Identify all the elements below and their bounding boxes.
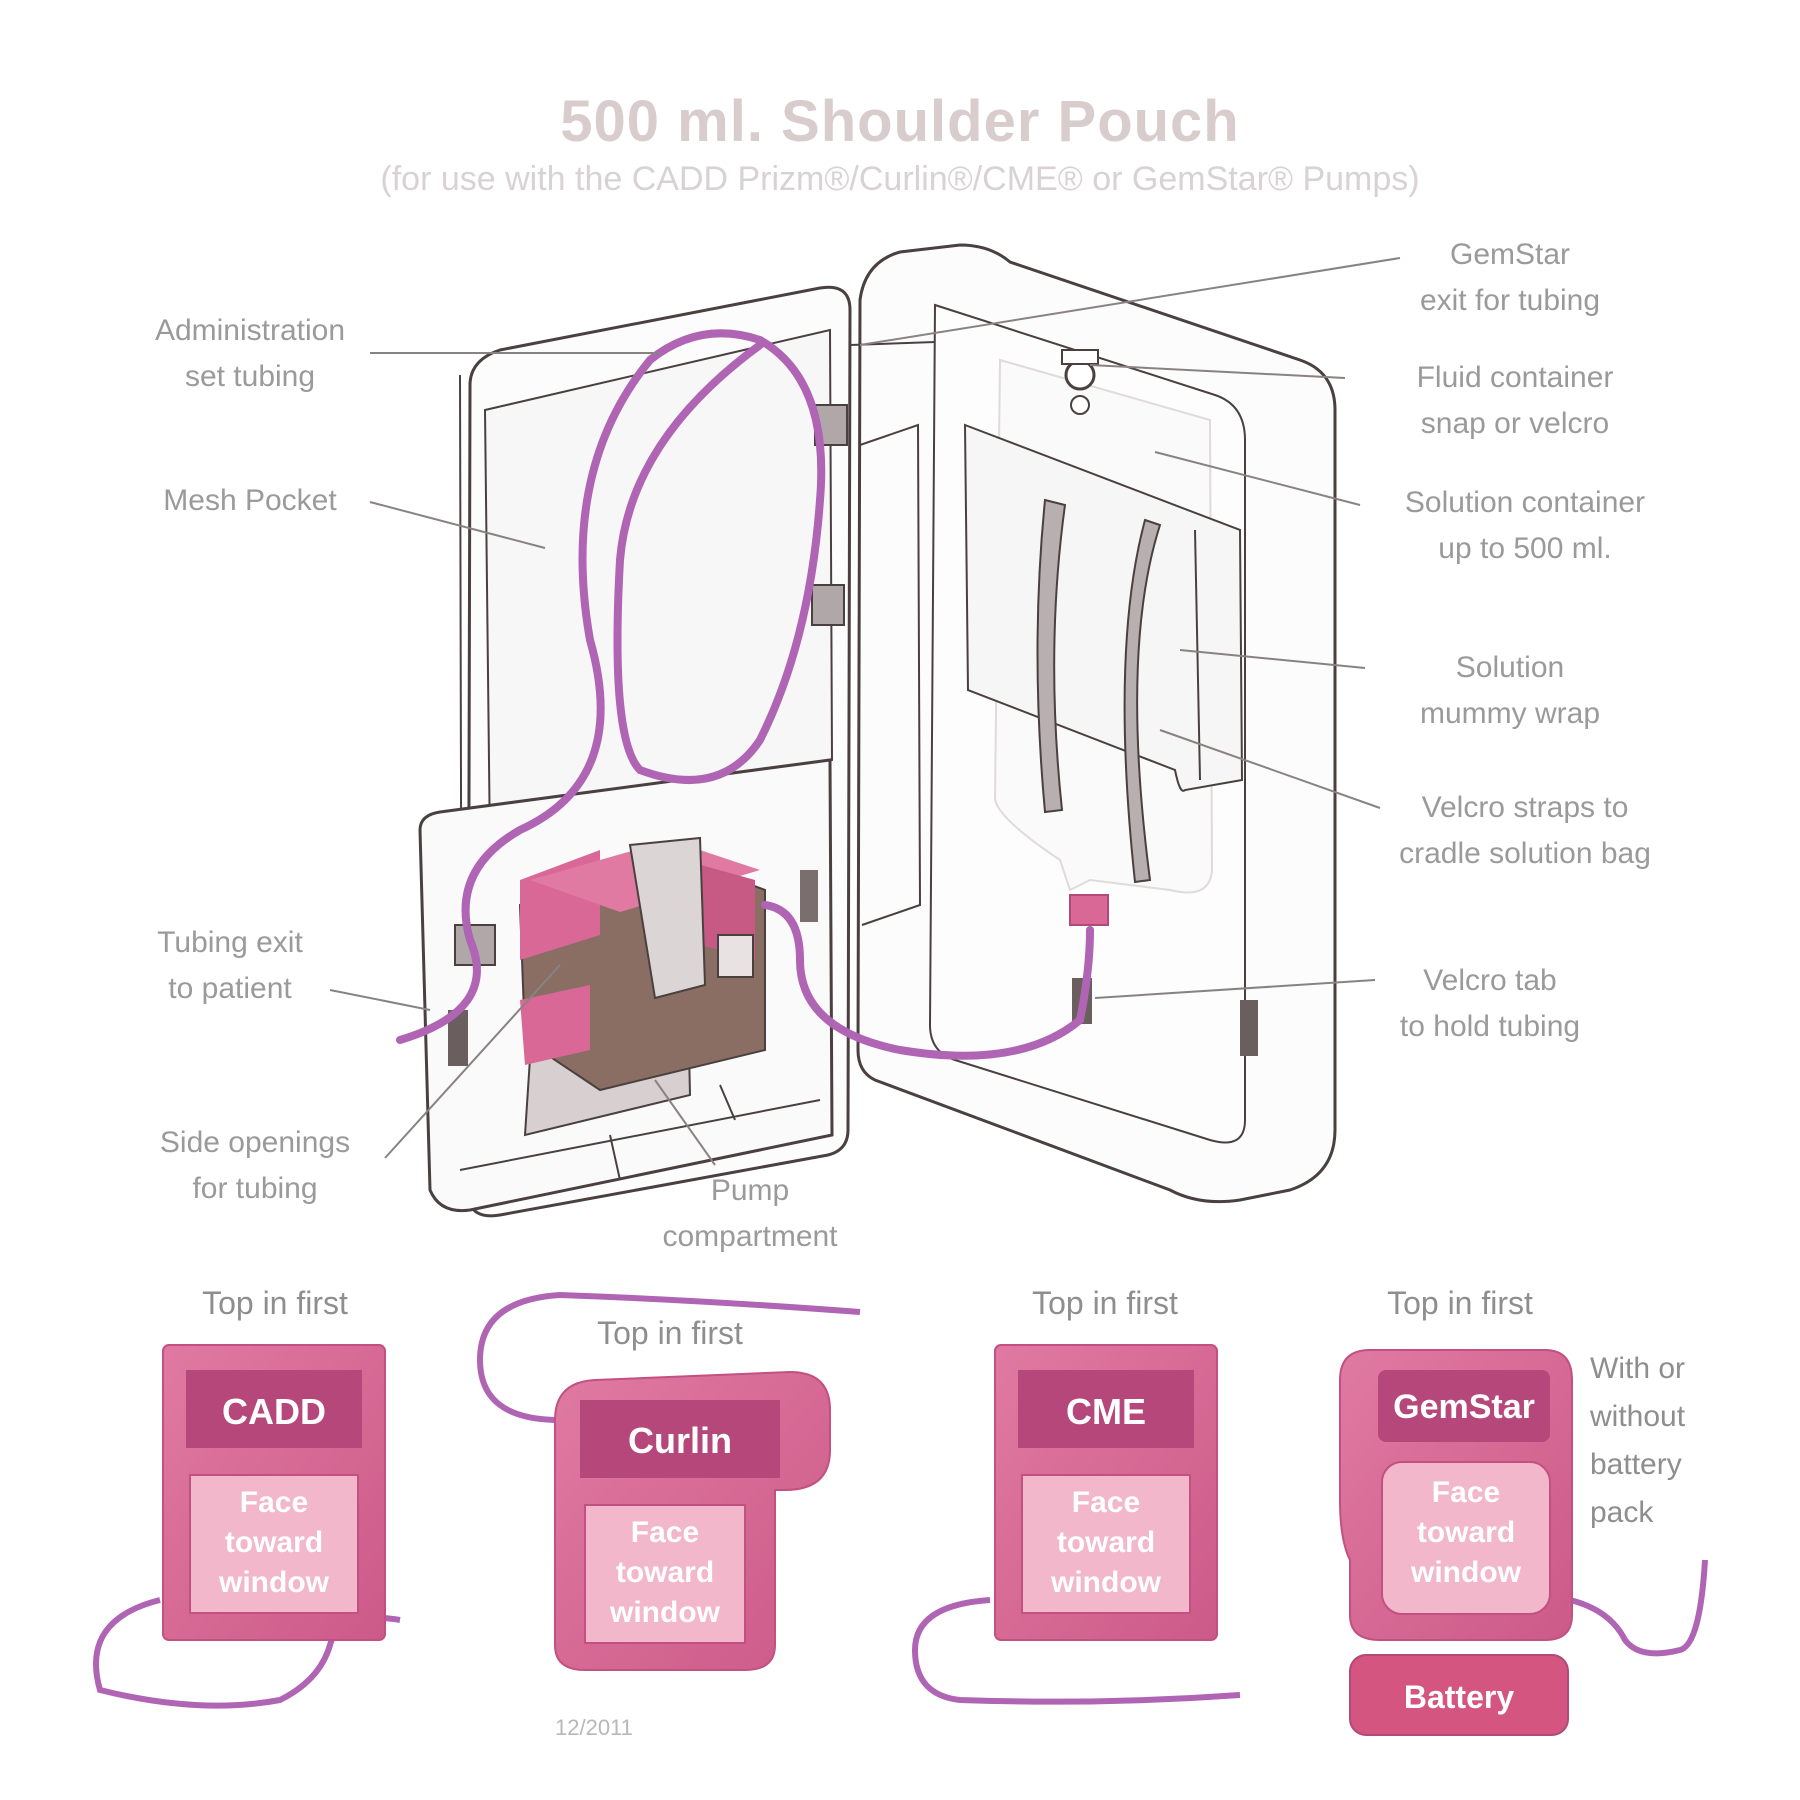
label-mesh-pocket: Mesh Pocket xyxy=(163,484,337,517)
pump-cadd-window-1: Face xyxy=(240,1486,308,1519)
caption-cadd: Top in first xyxy=(202,1285,348,1321)
caption-curlin: Top in first xyxy=(597,1315,743,1351)
page-title: 500 ml. Shoulder Pouch xyxy=(560,89,1240,154)
gemstar-battery-note: With or without battery pack xyxy=(1590,1352,1686,1529)
battery-label: Battery xyxy=(1404,1679,1514,1715)
pump-cme-name: CME xyxy=(1066,1391,1146,1432)
date-stamp: 12/2011 xyxy=(555,1715,633,1740)
compartment-inner xyxy=(459,1099,821,1171)
pump-gemstar: GemStar Face toward window Battery xyxy=(1339,1349,1708,1736)
pump-cadd-name: CADD xyxy=(222,1391,326,1432)
label-fluid-snap: Fluid container snap or velcro xyxy=(1416,361,1614,440)
label-velcro-straps: Velcro straps to cradle solution bag xyxy=(1399,791,1651,870)
pump-in-pouch xyxy=(518,836,766,1137)
label-tubing-exit-patient: Tubing exit to patient xyxy=(157,926,303,1005)
fluid-snap xyxy=(1064,359,1096,391)
pump-curlin-window-2: toward xyxy=(616,1556,714,1589)
pump-cadd: CADD Face toward window xyxy=(93,1344,401,1709)
label-velcro-tab: Velcro tab to hold tubing xyxy=(1399,964,1581,1043)
velcro-strap-2 xyxy=(1123,518,1162,884)
pump-curlin-window-3: window xyxy=(609,1596,721,1629)
pump-cadd-window-3: window xyxy=(218,1566,330,1599)
pump-cme-window-1: Face xyxy=(1072,1486,1140,1519)
pump-cme-window-2: toward xyxy=(1057,1526,1155,1559)
pump-curlin-name: Curlin xyxy=(628,1420,732,1461)
label-solution-container: Solution container up to 500 ml. xyxy=(1404,486,1646,565)
page-subtitle: (for use with the CADD Prizm®/Curlin®/CM… xyxy=(380,160,1420,198)
pump-gemstar-window-2: toward xyxy=(1417,1516,1515,1549)
label-side-openings: Side openings for tubing xyxy=(159,1126,351,1205)
label-pump-compartment: Pump compartment xyxy=(662,1174,838,1253)
pump-curlin-window-1: Face xyxy=(631,1516,699,1549)
label-gemstar-exit: GemStar exit for tubing xyxy=(1419,238,1601,317)
pump-gemstar-window-3: window xyxy=(1410,1556,1522,1589)
mesh-pocket xyxy=(483,328,834,852)
caption-cme: Top in first xyxy=(1032,1285,1178,1321)
velcro-strap-1 xyxy=(1036,498,1067,814)
pump-curlin: Curlin Face toward window xyxy=(476,1291,861,1671)
pump-gemstar-name: GemStar xyxy=(1393,1388,1535,1426)
administration-tubing xyxy=(396,329,826,1044)
leader-lines xyxy=(329,257,1401,1166)
caption-gemstar: Top in first xyxy=(1387,1285,1533,1321)
battery-pack xyxy=(1349,1654,1569,1736)
pump-gemstar-window-1: Face xyxy=(1432,1476,1500,1509)
label-admin-tubing: Administration set tubing xyxy=(154,314,346,393)
mummy-wrap xyxy=(963,423,1244,792)
pump-cme-window-3: window xyxy=(1050,1566,1162,1599)
pump-cme: CME Face toward window xyxy=(911,1344,1241,1705)
pump-cadd-window-2: toward xyxy=(225,1526,323,1559)
label-mummy-wrap: Solution mummy wrap xyxy=(1419,651,1600,730)
